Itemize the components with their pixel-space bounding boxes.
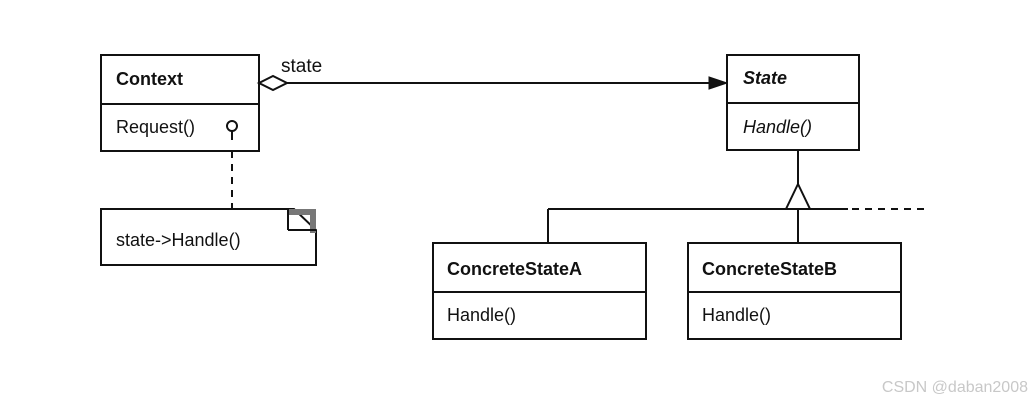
class-concrete-state-b-operation: Handle()	[702, 305, 771, 325]
generalization	[547, 150, 928, 243]
note-anchor-icon	[226, 120, 238, 132]
note-fold-icon	[288, 209, 316, 233]
note-box	[100, 208, 317, 266]
class-context: Context Request()	[100, 54, 260, 152]
class-state-name: State	[743, 68, 787, 88]
watermark: CSDN @daban2008	[882, 379, 1028, 396]
note: state->Handle()	[100, 208, 317, 266]
association-state: state	[256, 56, 729, 92]
class-context-operation: Request()	[116, 117, 195, 137]
class-concrete-state-b: ConcreteStateB Handle()	[687, 242, 902, 340]
class-context-name: Context	[116, 69, 183, 89]
class-state-operation: Handle()	[743, 117, 812, 137]
aggregation-diamond-icon	[256, 74, 290, 92]
association-role-label: state	[281, 56, 322, 77]
class-concrete-state-a-name: ConcreteStateA	[447, 259, 582, 279]
class-concrete-state-a: ConcreteStateA Handle()	[432, 242, 647, 340]
navigability-arrow-icon	[708, 76, 729, 90]
class-state: State Handle()	[726, 54, 860, 151]
class-concrete-state-b-name: ConcreteStateB	[702, 259, 837, 279]
note-text: state->Handle()	[116, 230, 241, 250]
inheritance-triangle-icon	[784, 181, 812, 210]
class-concrete-state-a-operation: Handle()	[447, 305, 516, 325]
